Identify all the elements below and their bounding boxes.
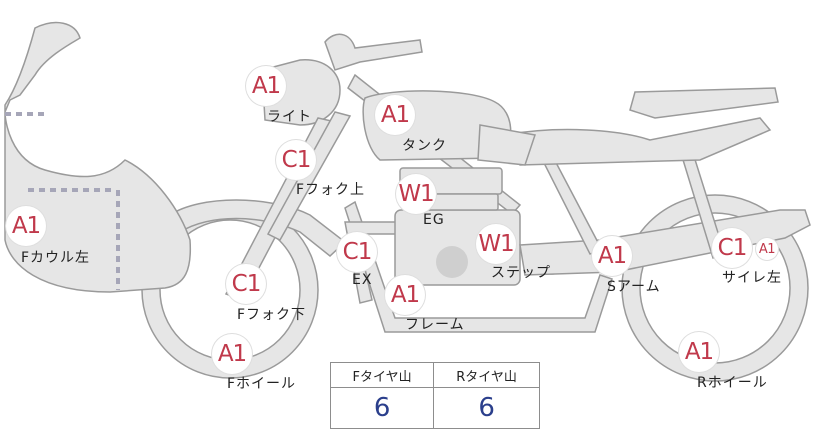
grade-badge-ex: C1 <box>337 232 377 272</box>
grade-badge-silencer-left-extra: A1 <box>756 238 778 260</box>
seat-shape <box>503 117 772 166</box>
grade-badge-eg: W1 <box>396 174 436 214</box>
part-label-f-fork-upper: Fフォク上 <box>296 182 366 198</box>
tire-header-front: Fタイヤ山 <box>329 362 435 388</box>
grade-badge-silencer-left: C1 <box>712 228 752 268</box>
grade-badge-r-wheel: A1 <box>679 332 719 372</box>
tire-tread-table: Fタイヤ山 Rタイヤ山 6 6 <box>329 362 540 429</box>
part-label-eg: EG <box>423 212 445 228</box>
front-cowl-shape <box>4 21 192 293</box>
grade-badge-step: W1 <box>476 224 516 264</box>
tire-value-front: 6 <box>329 387 435 429</box>
grade-badge-tank: A1 <box>375 95 415 135</box>
part-label-f-wheel: Fホイール <box>227 376 297 392</box>
part-label-silencer-left: サイレ左 <box>722 270 782 286</box>
grade-badge-f-fork-upper: C1 <box>276 140 316 180</box>
grade-badge-light: A1 <box>246 66 286 106</box>
grade-badge-f-cowl-left: A1 <box>6 206 46 246</box>
part-label-ex: EX <box>352 272 373 288</box>
part-label-f-cowl-left: Fカウル左 <box>21 250 91 266</box>
part-label-s-arm: Sアーム <box>607 279 661 295</box>
grade-badge-f-fork-lower: C1 <box>226 264 266 304</box>
part-label-step: ステップ <box>491 265 551 281</box>
part-label-tank: タンク <box>402 138 447 154</box>
part-label-light: ライト <box>267 109 312 125</box>
part-label-frame: フレーム <box>405 317 465 333</box>
tire-value-rear: 6 <box>433 387 540 429</box>
grade-badge-frame: A1 <box>385 275 425 315</box>
part-label-r-wheel: Rホイール <box>697 375 768 391</box>
grade-badge-s-arm: A1 <box>592 236 632 276</box>
tire-header-rear: Rタイヤ山 <box>433 362 540 388</box>
grade-badge-f-wheel: A1 <box>212 334 252 374</box>
part-label-f-fork-lower: Fフォク下 <box>237 307 307 323</box>
